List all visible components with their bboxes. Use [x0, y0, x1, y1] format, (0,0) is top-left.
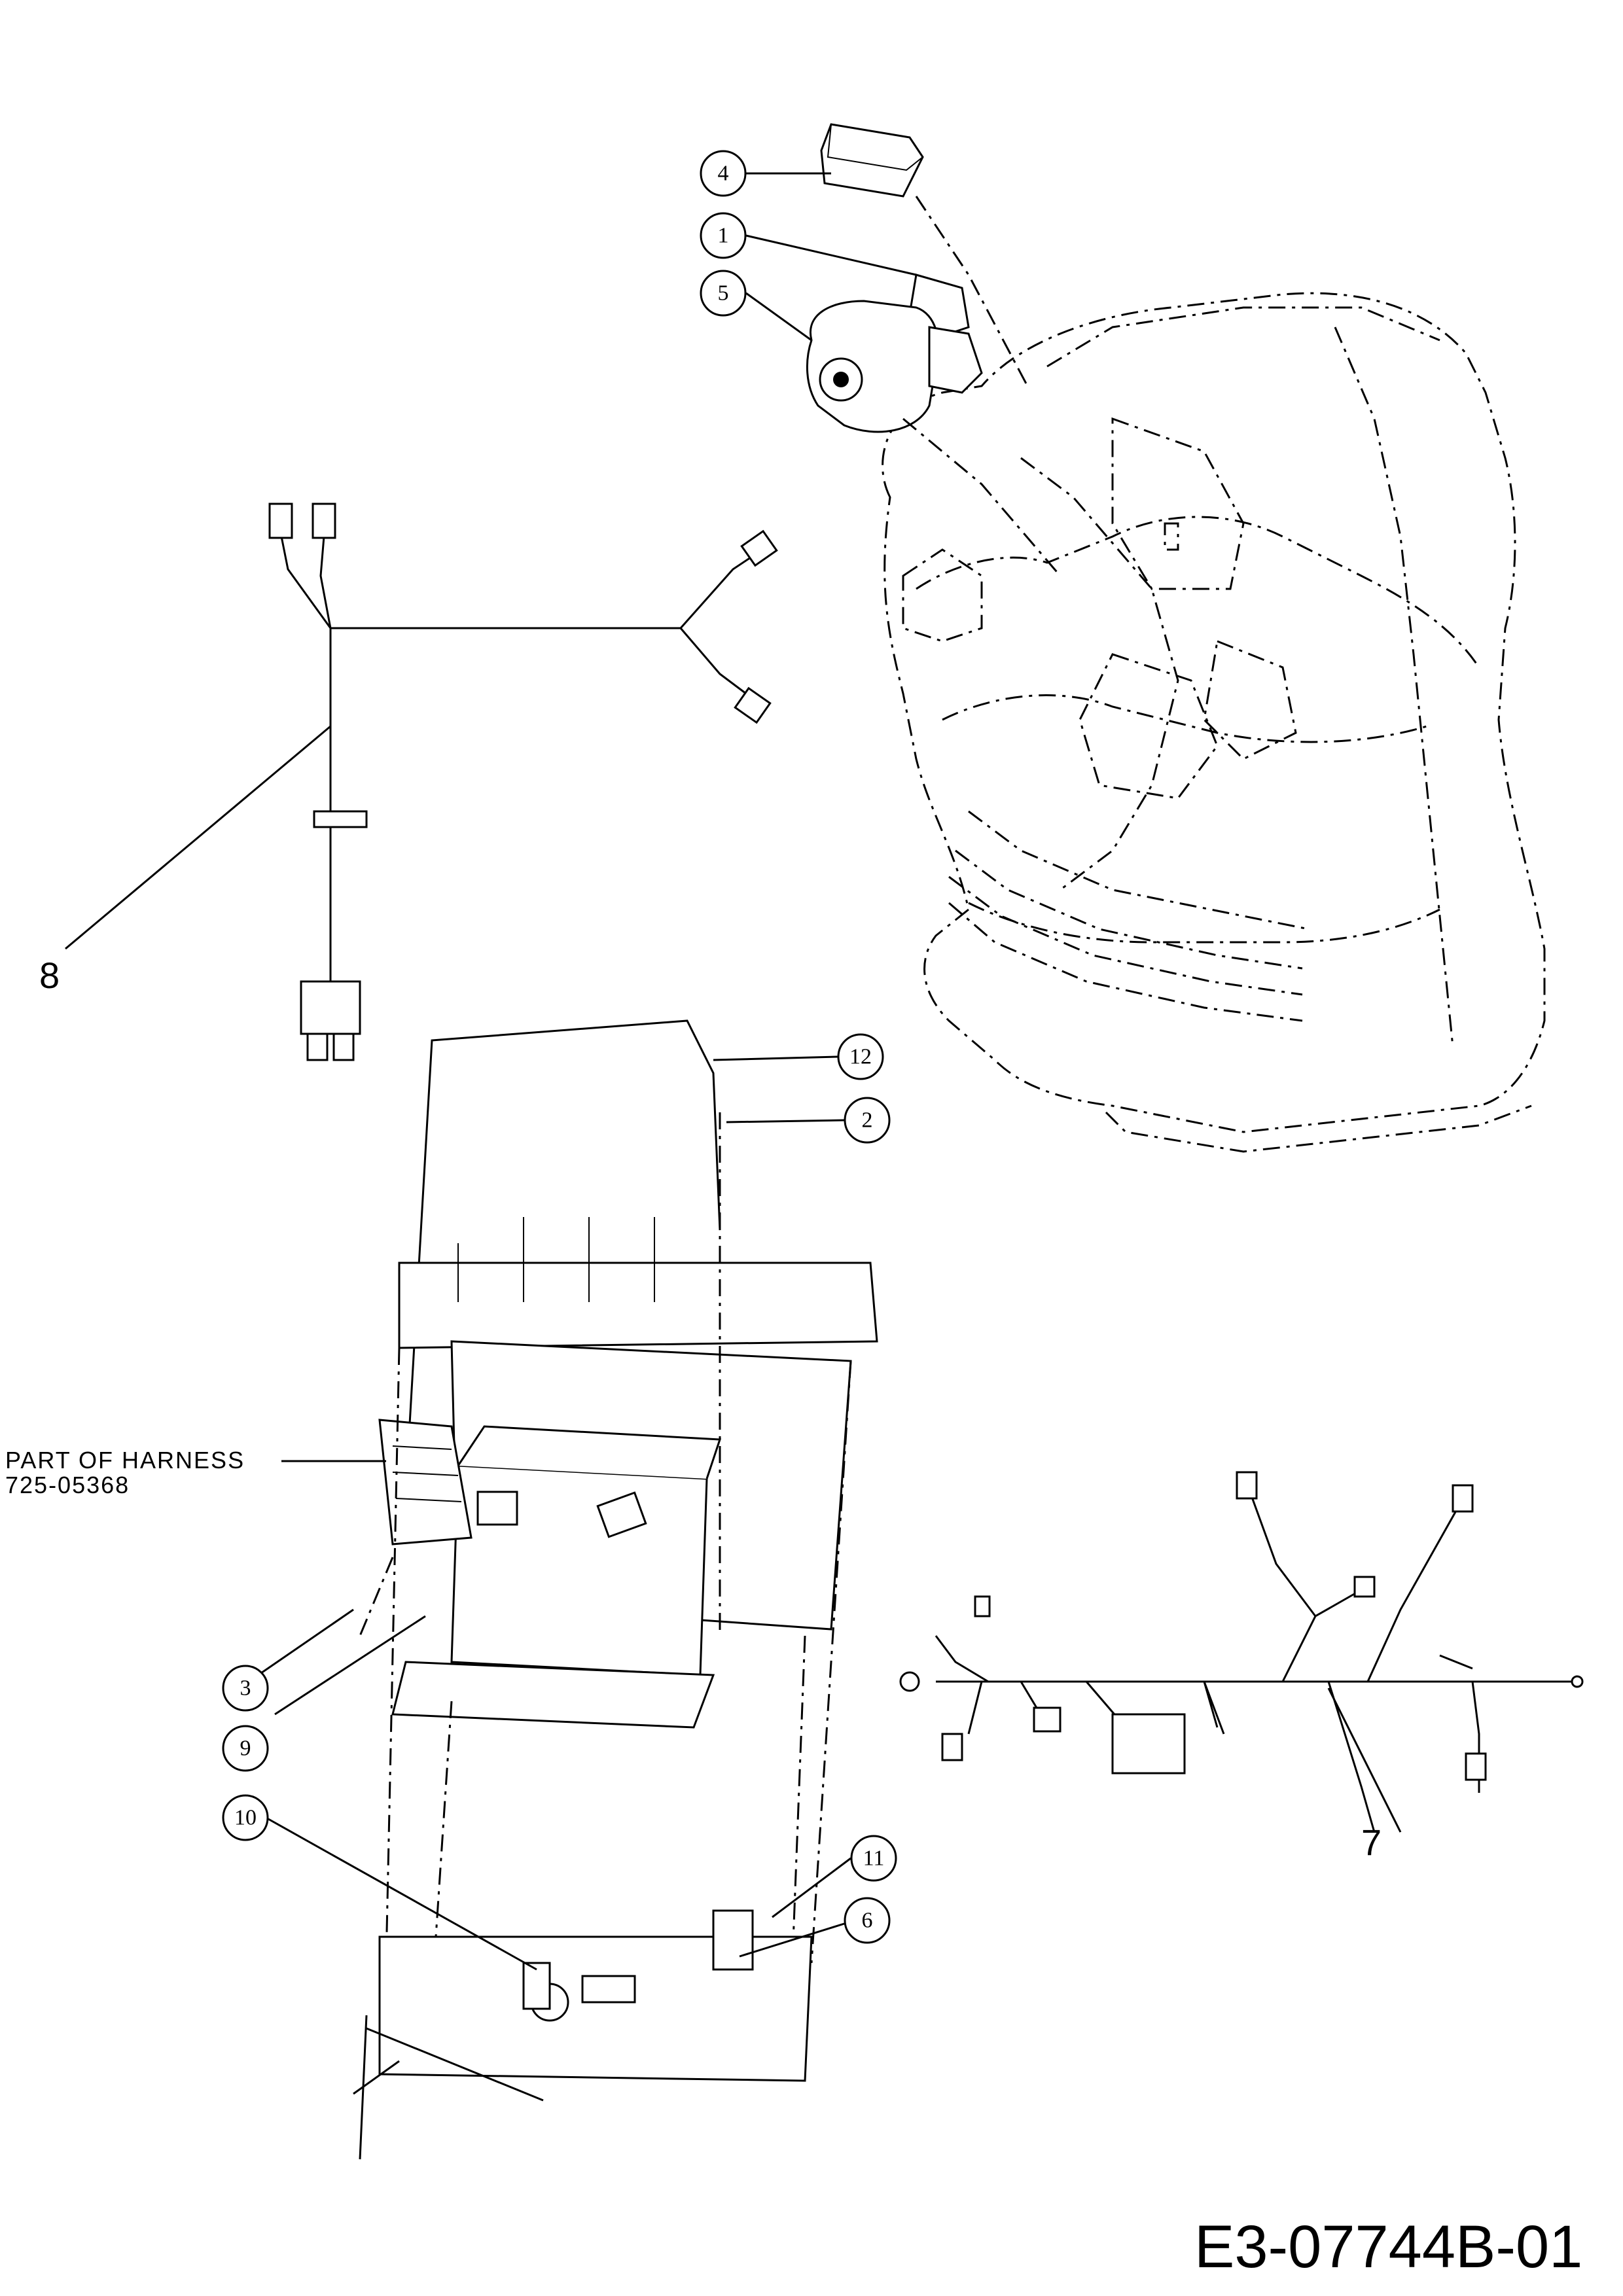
- callout-6: 6: [844, 1897, 891, 1944]
- svg-text:4: 4: [718, 162, 729, 186]
- main-harness-7: [899, 1471, 1584, 1833]
- battery-frame: [353, 1019, 878, 2160]
- harness-note-line1: PART OF HARNESS: [5, 1447, 245, 1474]
- hood-dash-panel: [882, 292, 1546, 1153]
- svg-text:10: 10: [234, 1806, 257, 1830]
- svg-text:5: 5: [718, 281, 729, 306]
- svg-text:2: 2: [862, 1108, 873, 1133]
- svg-text:12: 12: [849, 1045, 872, 1069]
- callout-5: 5: [700, 270, 747, 317]
- svg-text:6: 6: [862, 1909, 873, 1933]
- callout-9: 9: [222, 1725, 269, 1772]
- callout-11: 11: [850, 1835, 897, 1882]
- callout-8: 8: [39, 955, 60, 996]
- callout-7: 7: [1361, 1822, 1382, 1863]
- callout-4: 4: [700, 150, 747, 197]
- svg-text:11: 11: [863, 1846, 885, 1871]
- ignition-parts: [806, 123, 1061, 576]
- callout-2: 2: [844, 1097, 891, 1144]
- callout-12: 12: [837, 1033, 884, 1080]
- leader-lines: [65, 172, 1402, 1971]
- callout-10: 10: [222, 1794, 269, 1841]
- drawing-code: E3-07744B-01: [1194, 2214, 1582, 2280]
- svg-text:9: 9: [240, 1737, 251, 1761]
- callout-1: 1: [700, 212, 747, 259]
- svg-text:1: 1: [718, 224, 729, 248]
- callout-3: 3: [222, 1665, 269, 1712]
- harness-note-line2: 725-05368: [5, 1472, 130, 1498]
- svg-text:3: 3: [240, 1676, 251, 1701]
- wire-harness-8: [268, 503, 778, 1061]
